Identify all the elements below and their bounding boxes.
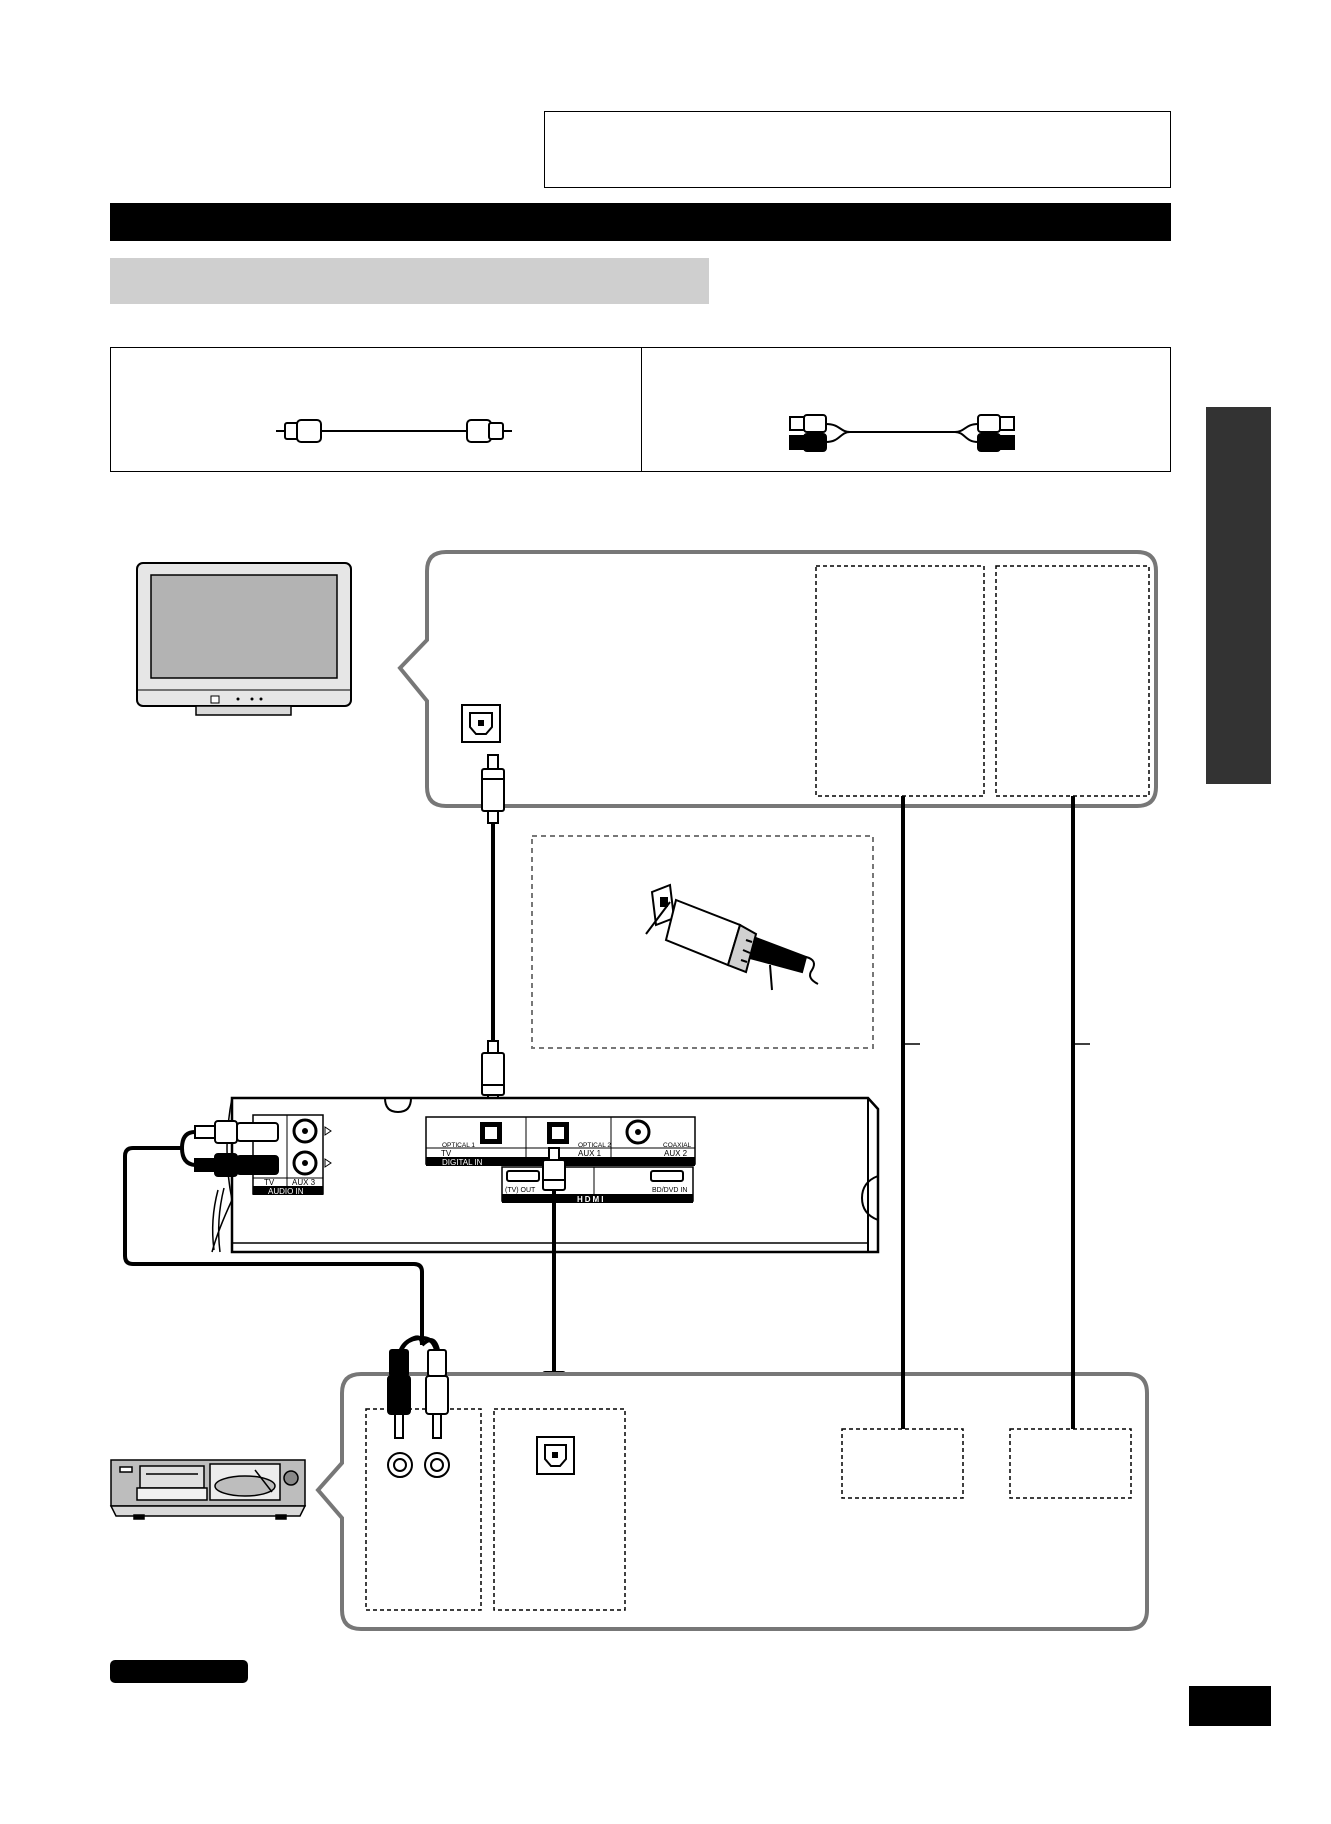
receiver-rca-plug-white (194, 1120, 279, 1144)
receiver-rca-plug-red (194, 1153, 279, 1177)
note-tag (110, 1660, 248, 1683)
coaxial-source-label: AUX 2 (664, 1149, 688, 1158)
tv-optical-out-jack (461, 704, 501, 743)
player-dashed-box-4 (1009, 1428, 1132, 1499)
optical-2-port-label: OPTICAL 2 (578, 1142, 611, 1149)
optical-cable-icon (276, 419, 512, 443)
optical-plug-receiver-aux1 (542, 1147, 566, 1191)
player-rca-plug-white (425, 1349, 449, 1439)
section-bar (110, 258, 709, 304)
plug-insertion-illustration (645, 883, 819, 991)
title-bar (110, 203, 1171, 241)
optical-1-source-label: TV (441, 1149, 452, 1158)
header-box (544, 111, 1171, 188)
tv-dashed-box-2 (995, 565, 1150, 797)
tv-callout-bubble (397, 550, 1158, 808)
player-dashed-box-3 (841, 1428, 964, 1499)
side-tab (1206, 407, 1271, 784)
player-callout-bubble (315, 1372, 1149, 1631)
player-digital-dashed-box (493, 1408, 626, 1611)
coaxial-port-label: COAXIAL (663, 1142, 692, 1149)
digital-in-label: DIGITAL IN (442, 1158, 483, 1167)
rca-audio-cable-icon (789, 414, 1015, 452)
hdmi-block (501, 1166, 694, 1203)
player-rca-plug-red (387, 1349, 411, 1439)
hdmi-logo: HDMI (577, 1195, 605, 1204)
plug-inset-box (531, 835, 874, 1049)
tv-dashed-box-1 (815, 565, 985, 797)
audio-in-tv-label: TV (264, 1178, 275, 1187)
player-optical-out-jack (536, 1436, 575, 1475)
audio-in-aux3-label: AUX 3 (292, 1178, 316, 1187)
player-illustration (109, 1459, 307, 1520)
page-number-block (1189, 1686, 1271, 1726)
tv-illustration (136, 562, 352, 716)
audio-in-label: AUDIO IN (268, 1187, 304, 1196)
player-analog-out-jacks (387, 1452, 450, 1478)
hdmi-bd-dvd-in-label: BD/DVD IN (652, 1187, 687, 1194)
player-analog-dashed-box (365, 1408, 482, 1611)
hdmi-tv-out-label: (TV) OUT (505, 1187, 536, 1194)
optical-1-port-label: OPTICAL 1 (442, 1142, 475, 1149)
cable-legend-table (110, 347, 1171, 472)
cable-legend-divider (641, 348, 642, 471)
optical-2-source-label: AUX 1 (578, 1149, 602, 1158)
